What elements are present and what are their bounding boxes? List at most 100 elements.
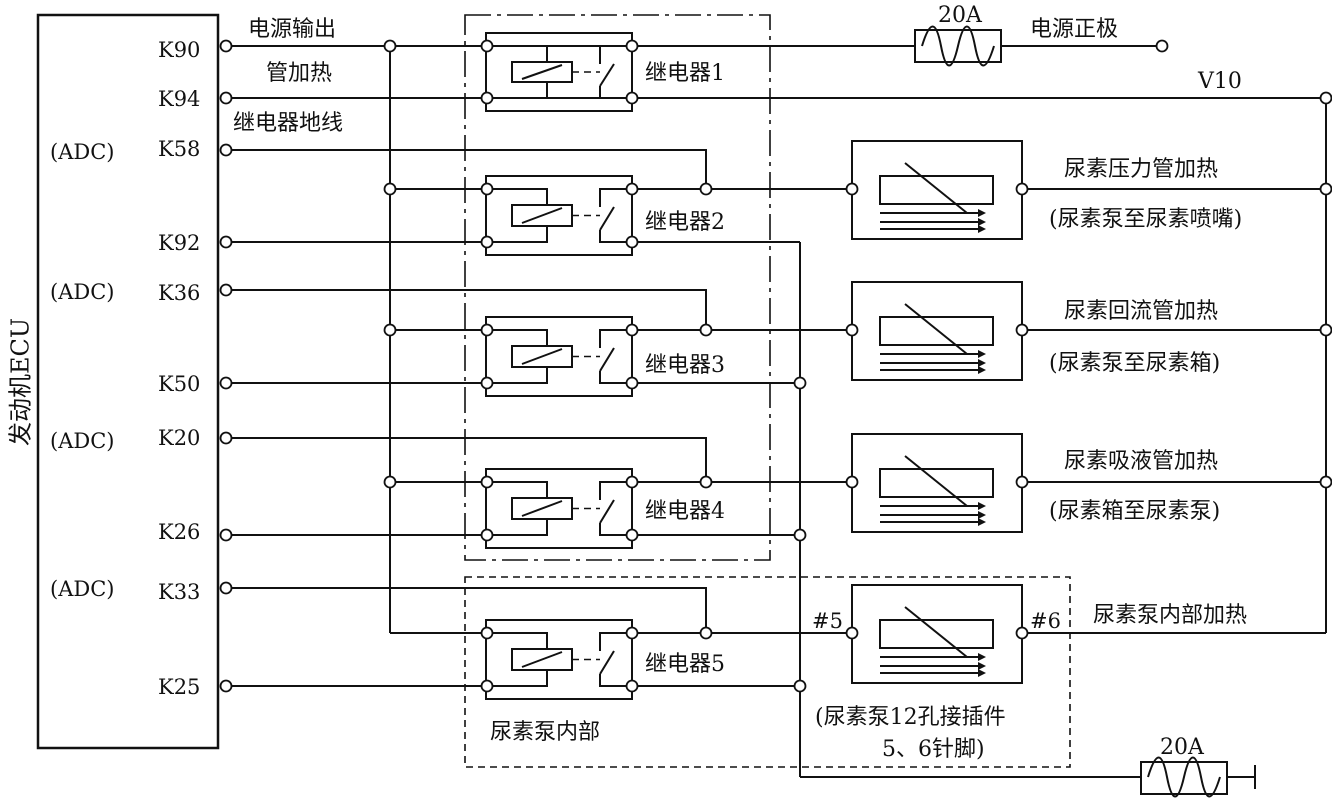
heater-route-1: (尿素泵至尿素喷嘴)	[1049, 207, 1242, 232]
junction-node-14	[1319, 475, 1332, 489]
junction-node-4	[383, 475, 397, 489]
relay-box-boundary	[464, 14, 771, 561]
fuse-top	[914, 25, 1002, 67]
pin-label-k20: K20	[158, 426, 200, 450]
positive-terminal	[1155, 39, 1169, 53]
junction-node-9	[793, 376, 807, 390]
relay-label-2: 继电器2	[645, 210, 725, 235]
pump-internal-label: 尿素泵内部	[490, 720, 600, 745]
ecu-label: 发动机ECU	[7, 318, 35, 446]
ecu-pin-k26-terminal	[219, 528, 233, 542]
ecu-pin-k58-terminal	[219, 143, 233, 157]
connector-label-1: (尿素泵12孔接插件	[815, 705, 1006, 730]
ecu-pin-k94-terminal	[219, 91, 233, 105]
relay-4-coil-top-terminal	[480, 475, 494, 489]
heater-3-in-terminal	[845, 475, 859, 489]
pin-label-k58: K58	[158, 137, 200, 161]
relay-5-coil-bottom-terminal	[480, 679, 494, 693]
junction-node-6	[699, 323, 713, 337]
pin6-label: #6	[1030, 609, 1061, 633]
relay-2-contact-top-terminal	[625, 182, 639, 196]
relay-2-contact-bottom-terminal	[625, 235, 639, 249]
heater-name-4: 尿素泵内部加热	[1093, 603, 1247, 628]
relay-4-coil-bottom-terminal	[480, 528, 494, 542]
junction-node-8	[699, 626, 713, 640]
relay-2-coil-bottom-terminal	[480, 235, 494, 249]
heater-name-2: 尿素回流管加热	[1064, 299, 1218, 324]
junction-node-10	[793, 528, 807, 542]
junction-node-1	[383, 39, 397, 53]
heater-4-in-terminal	[845, 626, 859, 640]
bus-wires	[226, 45, 1327, 789]
adc-label-k36: (ADC)	[50, 280, 114, 304]
relay-5-contact-bottom-terminal	[625, 679, 639, 693]
relay-1	[485, 32, 633, 112]
relay-4-contact-bottom-terminal	[625, 528, 639, 542]
ecu-pin-k36-terminal	[219, 283, 233, 297]
fuse-bottom-label: 20A	[1160, 735, 1205, 760]
relay-label-5: 继电器5	[645, 652, 725, 677]
pump-internal-boundary	[464, 576, 1071, 768]
junction-node-11	[793, 679, 807, 693]
v10-label: V10	[1197, 69, 1242, 94]
relay-5-contact-top-terminal	[625, 626, 639, 640]
heater-route-2: (尿素泵至尿素箱)	[1049, 351, 1220, 376]
pin-label-k36: K36	[158, 281, 200, 305]
heater-1-in-terminal	[845, 182, 859, 196]
ecu-pin-k25-terminal	[219, 679, 233, 693]
adc-label-k20: (ADC)	[50, 429, 114, 453]
relay-5-coil-top-terminal	[480, 626, 494, 640]
relay-1-contact-top-terminal	[625, 39, 639, 53]
heater-4-out-terminal	[1015, 626, 1029, 640]
relay-3-contact-top-terminal	[625, 323, 639, 337]
relay-1-contact-bottom-terminal	[625, 91, 639, 105]
heater-3-out-terminal	[1015, 475, 1029, 489]
relay-3-coil-bottom-terminal	[480, 376, 494, 390]
relay-5	[485, 619, 633, 700]
relay-ground-label: 继电器地线	[233, 111, 343, 136]
heater-name-3: 尿素吸液管加热	[1064, 449, 1218, 474]
heater-1-out-terminal	[1015, 182, 1029, 196]
fuse-bottom	[1140, 756, 1228, 798]
pin-label-k94: K94	[158, 87, 200, 111]
pin-label-k90: K90	[158, 38, 200, 62]
relay-3-coil-top-terminal	[480, 323, 494, 337]
relay-1-coil-top-terminal	[480, 39, 494, 53]
positive-label: 电源正极	[1030, 17, 1118, 42]
relay-label-4: 继电器4	[645, 499, 725, 524]
relay-3-contact-bottom-terminal	[625, 376, 639, 390]
relays-group	[226, 32, 915, 700]
heater-2-in-terminal	[845, 323, 859, 337]
relay-1-coil-bottom-terminal	[480, 91, 494, 105]
relay-label-1: 继电器1	[645, 61, 725, 86]
adc-label-k58: (ADC)	[50, 140, 114, 164]
heater-name-1: 尿素压力管加热	[1064, 157, 1218, 182]
ecu-pin-k33-terminal	[219, 581, 233, 595]
relay-4-contact-top-terminal	[625, 475, 639, 489]
ecu-box	[36, 13, 220, 750]
relay-4	[485, 468, 633, 549]
relay-2	[485, 175, 633, 256]
pin-label-k50: K50	[158, 372, 200, 396]
ecu-pin-k20-terminal	[219, 431, 233, 445]
heater-4	[851, 584, 1326, 684]
junction-node-12	[1319, 182, 1332, 196]
power-output-label: 电源输出	[248, 17, 336, 42]
junction-node-5	[699, 182, 713, 196]
pin-label-k26: K26	[158, 520, 200, 544]
pin5-label: #5	[812, 609, 843, 633]
junction-node-3	[383, 323, 397, 337]
terminals-group	[219, 39, 1332, 693]
v10-terminal	[1319, 91, 1332, 105]
fuse-top-label: 20A	[938, 3, 983, 28]
junction-node-7	[699, 475, 713, 489]
ecu-pin-k90-terminal	[219, 39, 233, 53]
connector-label-2: 5、6针脚)	[882, 737, 985, 762]
relay-3	[485, 316, 633, 397]
relay-label-3: 继电器3	[645, 353, 725, 378]
ecu-pin-k50-terminal	[219, 376, 233, 390]
heater-2-out-terminal	[1015, 323, 1029, 337]
junction-node-13	[1319, 323, 1332, 337]
